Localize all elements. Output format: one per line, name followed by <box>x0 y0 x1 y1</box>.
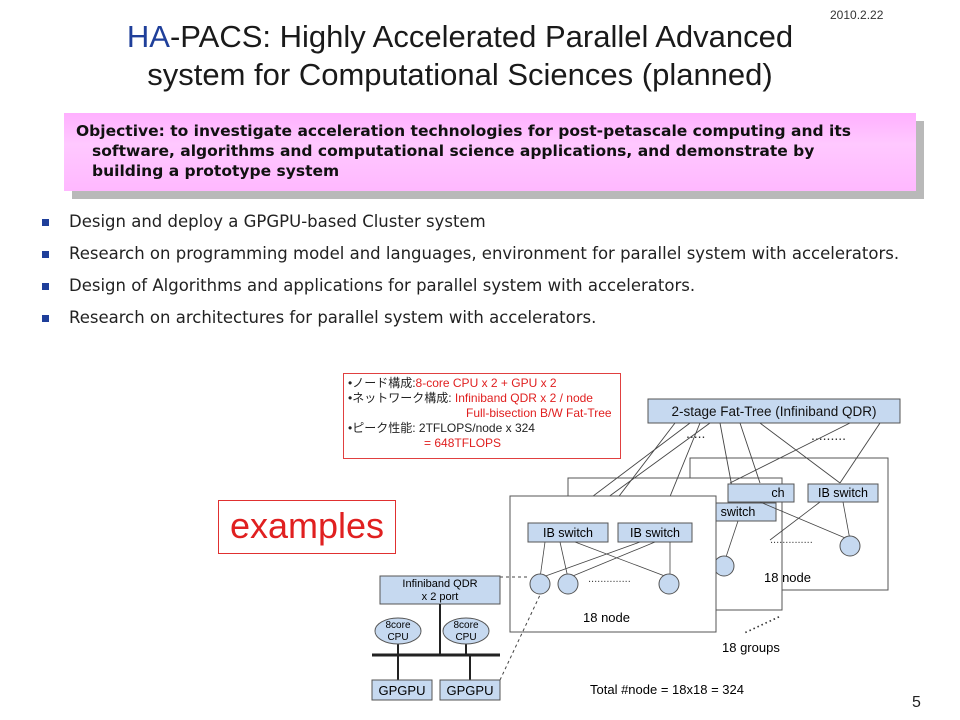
gpgpu-left-label: GPGPU <box>379 683 426 698</box>
objective-line2: software, algorithms and computational s… <box>92 142 815 160</box>
spec-label: •ピーク性能: <box>348 421 416 435</box>
objective-line3: building a prototype system <box>92 162 340 180</box>
bullet-item: Research on architectures for parallel s… <box>40 306 920 330</box>
page-title: HA-PACS: Highly Accelerated Parallel Adv… <box>60 18 860 94</box>
ib-switch-middle-label: switch <box>721 505 756 519</box>
spec-box: •ノード構成:8-core CPU x 2 + GPU x 2 •ネットワーク構… <box>343 373 621 459</box>
spec-label: •ネットワーク構成: <box>348 391 452 405</box>
spec-row: •ネットワーク構成: Infiniband QDR x 2 / node <box>348 391 620 406</box>
objective-box: Objective: to investigate acceleration t… <box>64 113 916 191</box>
infiniband-label-1: Infiniband QDR <box>402 578 477 590</box>
front-node-links <box>539 541 671 579</box>
bullet-list: Design and deploy a GPGPU-based Cluster … <box>40 210 920 338</box>
examples-label: examples <box>218 500 396 554</box>
cpu-right <box>442 617 490 645</box>
node-dots-back: .............. <box>770 534 813 546</box>
bullet-text: Design of Algorithms and applications fo… <box>69 276 696 295</box>
infiniband-box <box>379 575 501 605</box>
bullet-text: Research on architectures for parallel s… <box>69 308 597 327</box>
bullet-square-icon <box>42 251 49 258</box>
fat-tree-label: 2-stage Fat-Tree (Infiniband QDR) <box>671 404 876 419</box>
spec-row: •ピーク性能: 2TFLOPS/node x 324 <box>348 421 620 436</box>
spec-row: Full-bisection B/W Fat-Tree <box>348 406 620 421</box>
gpgpu-left <box>371 679 433 701</box>
page-number: 5 <box>912 694 921 711</box>
bullet-square-icon <box>42 219 49 226</box>
node-count-front: 18 node <box>583 610 630 625</box>
gpgpu-right-label: GPGPU <box>447 683 494 698</box>
groups-count: 18 groups <box>722 640 780 655</box>
fat-tree-box <box>647 398 901 424</box>
spec-value: Infiniband QDR x 2 / node <box>454 391 593 405</box>
cpu-left <box>374 617 422 645</box>
spec-row: = 648TFLOPS <box>348 436 620 451</box>
spec-value: 8-core CPU x 2 + GPU x 2 <box>415 376 557 390</box>
title-line1-rest: -PACS: Highly Accelerated Parallel Advan… <box>169 19 794 54</box>
cpu-right-label-1: 8core <box>453 620 478 631</box>
node-circle <box>557 573 579 595</box>
cpu-left-label-2: CPU <box>387 632 408 643</box>
cpu-left-label-1: 8core <box>385 620 410 631</box>
spec-value: 2TFLOPS/node x 324 <box>418 421 535 435</box>
bullet-item: Design of Algorithms and applications fo… <box>40 274 920 298</box>
bullet-text: Design and deploy a GPGPU-based Cluster … <box>69 212 486 231</box>
spec-value: Full-bisection B/W Fat-Tree <box>466 406 612 420</box>
ib-switch-front-right-label: IB switch <box>630 526 680 540</box>
ib-switch-back-left-label: ch <box>771 486 784 500</box>
node-dots-front: .............. <box>588 573 631 585</box>
total-nodes: Total #node = 18x18 = 324 <box>590 682 744 697</box>
fat-tree-dots-2: ......... <box>811 427 846 443</box>
bullet-item: Research on programming model and langua… <box>40 242 920 266</box>
node-circle <box>658 573 680 595</box>
title-line2: system for Computational Sciences (plann… <box>147 57 773 92</box>
cpu-right-label-2: CPU <box>455 632 476 643</box>
title-ha: HA <box>126 19 170 54</box>
bullet-text: Research on programming model and langua… <box>69 244 900 263</box>
infiniband-label-2: x 2 port <box>422 591 459 603</box>
node-circle <box>713 555 735 577</box>
spec-label: •ノード構成: <box>348 376 416 390</box>
detail-link-bottom <box>499 594 541 681</box>
back-node-links <box>724 501 851 561</box>
ib-switch-front-left <box>527 522 609 543</box>
gpgpu-right <box>439 679 501 701</box>
node-circle <box>839 535 861 557</box>
bullet-item: Design and deploy a GPGPU-based Cluster … <box>40 210 920 234</box>
spec-row: •ノード構成:8-core CPU x 2 + GPU x 2 <box>348 376 620 391</box>
ib-switch-front-left-label: IB switch <box>543 526 593 540</box>
spec-value: = 648TFLOPS <box>424 436 502 450</box>
node-circle <box>529 573 551 595</box>
node-count-back: 18 node <box>764 570 811 585</box>
objective-line1: Objective: to investigate acceleration t… <box>76 122 851 140</box>
bullet-square-icon <box>42 315 49 322</box>
ib-switch-back-right-label: IB switch <box>818 486 868 500</box>
bullet-square-icon <box>42 283 49 290</box>
date-label: 2010.2.22 <box>830 8 884 22</box>
group-panel-front <box>509 495 717 633</box>
